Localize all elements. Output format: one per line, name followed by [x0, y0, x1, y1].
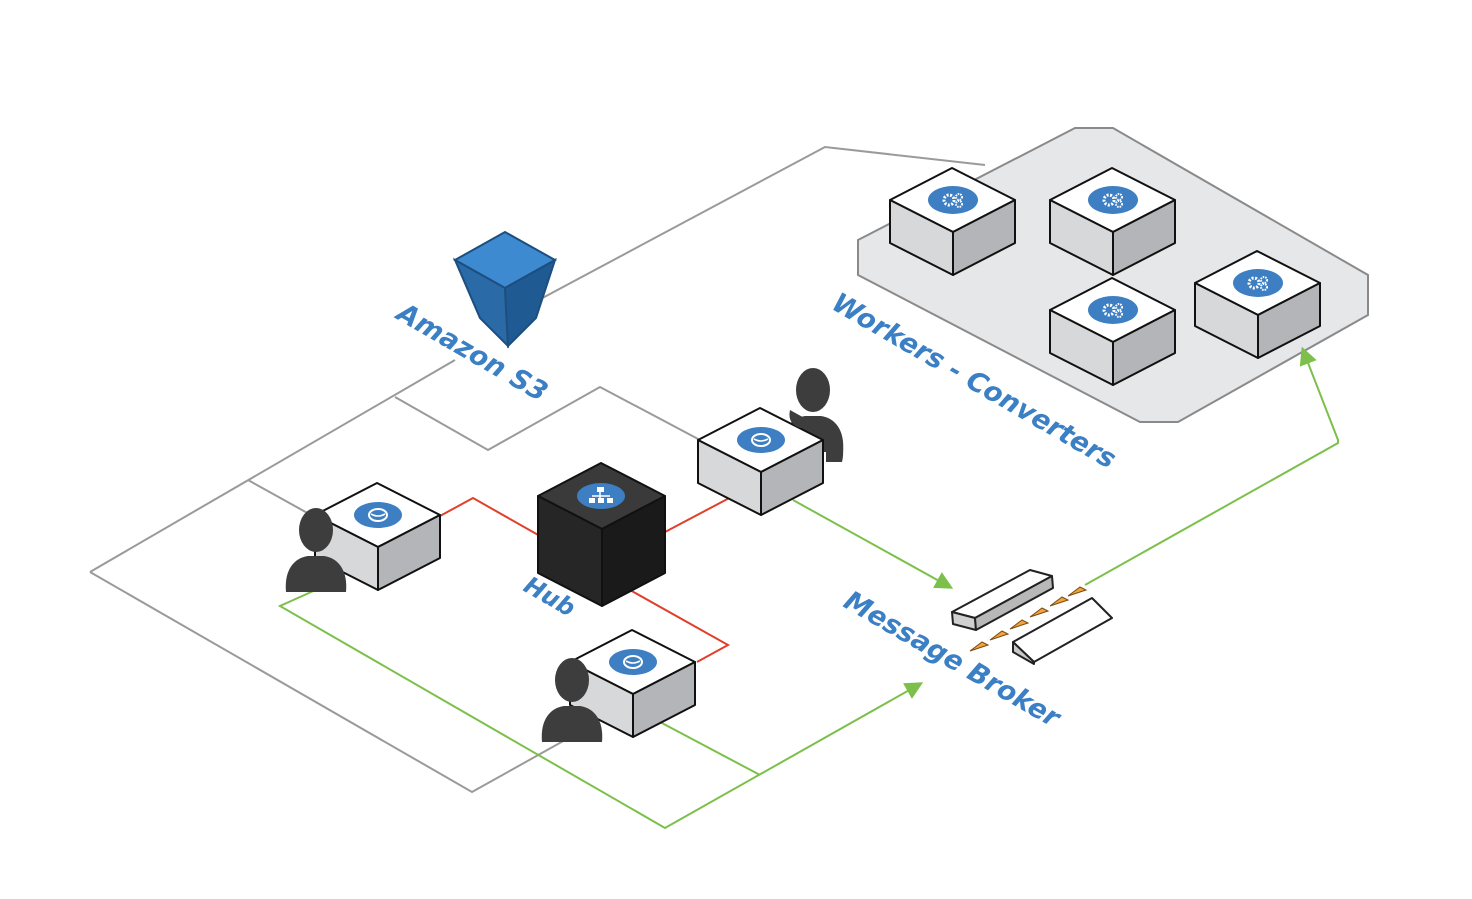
user-top-right-body [789, 410, 844, 462]
message-broker[interactable] [951, 569, 1113, 665]
amazon-s3-bucket[interactable] [452, 230, 558, 349]
message-flows [277, 346, 1339, 830]
hub-connections [439, 494, 736, 663]
queue-markers [969, 586, 1088, 652]
hub-cube[interactable] [537, 462, 666, 607]
network-icon [577, 483, 625, 509]
storage-connections [89, 145, 986, 794]
